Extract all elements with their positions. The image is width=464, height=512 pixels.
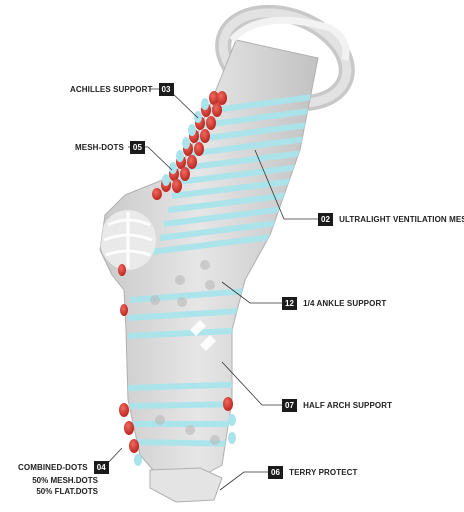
callout-label: TERRY PROTECT <box>289 468 358 477</box>
callout-combined-dots: COMBINED-DOTS 04 <box>18 461 109 474</box>
callout-label: ACHILLES SUPPORT <box>70 85 153 94</box>
callout-number: 02 <box>318 213 334 226</box>
sock-body <box>99 39 319 503</box>
callout-label: COMBINED-DOTS <box>18 463 88 472</box>
callout-label: ULTRALIGHT VENTILATION MESH <box>339 215 464 224</box>
callout-achilles-support: ACHILLES SUPPORT 03 <box>70 83 174 96</box>
callout-number: 05 <box>129 141 146 154</box>
combined-dots-line-mesh: 50% MESH.DOTS <box>32 476 98 485</box>
callout-number: 04 <box>93 461 109 474</box>
callout-ankle-support: 12 1/4 ANKLE SUPPORT <box>282 297 386 310</box>
combined-dots-line-flat: 50% FLAT.DOTS <box>36 487 98 496</box>
callout-half-arch-support: 07 HALF ARCH SUPPORT <box>282 399 392 412</box>
callout-ultralight-ventilation-mesh: 02 ULTRALIGHT VENTILATION MESH <box>318 213 464 226</box>
callout-number: 12 <box>282 297 298 310</box>
callout-mesh-dots: MESH-DOTS 05 <box>75 141 146 154</box>
callout-number: 07 <box>282 399 298 412</box>
callout-label: 1/4 ANKLE SUPPORT <box>303 299 387 308</box>
cuff-front <box>229 16 350 61</box>
blue-dots <box>134 98 236 466</box>
callout-terry-protect: 06 TERRY PROTECT <box>268 466 358 479</box>
mesh-stripes <box>100 93 318 447</box>
combined-dots-details: 50% MESH.DOTS 50% FLAT.DOTS <box>14 475 98 497</box>
callout-label: MESH-DOTS <box>75 143 124 152</box>
callout-number: 06 <box>268 466 284 479</box>
callout-label: HALF ARCH SUPPORT <box>303 401 393 410</box>
callout-number: 03 <box>158 83 174 96</box>
